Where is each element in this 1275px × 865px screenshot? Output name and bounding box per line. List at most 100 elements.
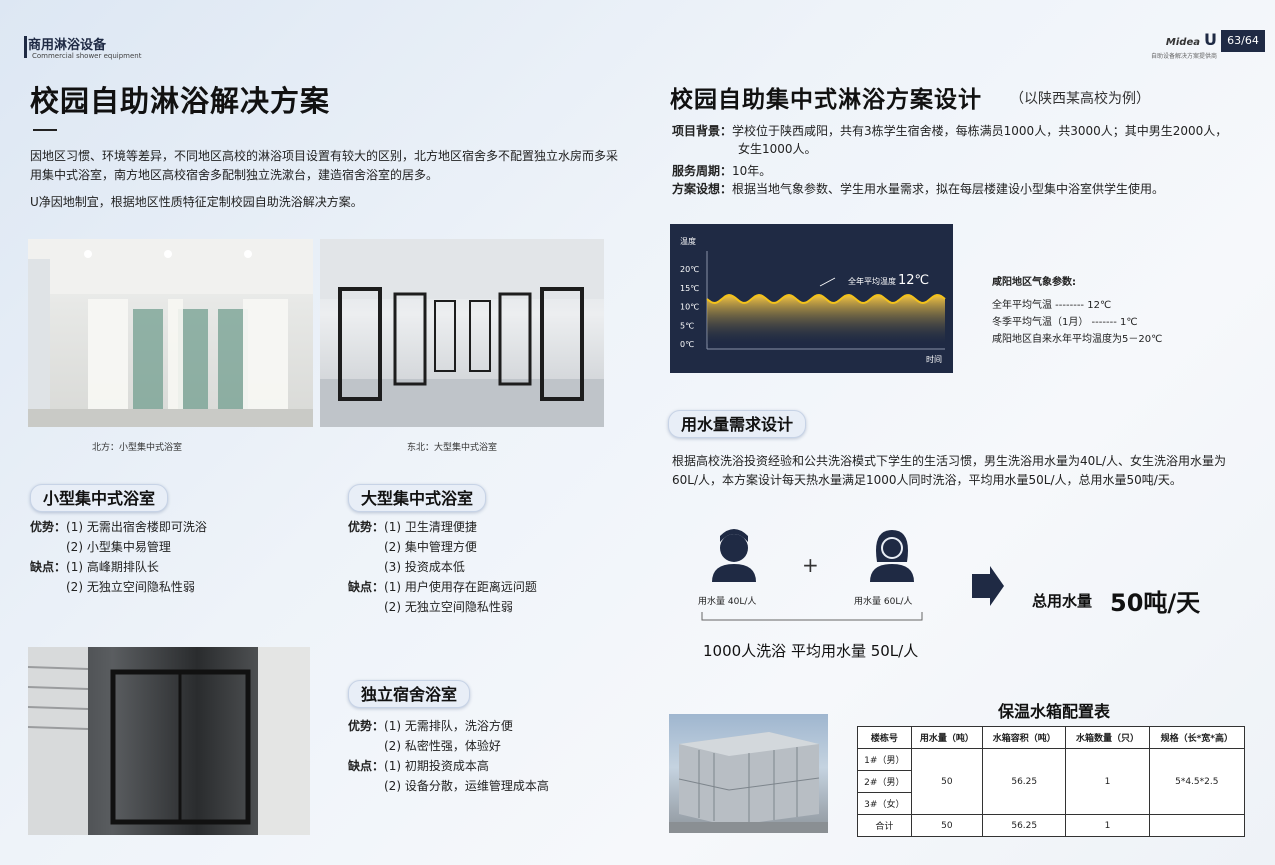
table-cell: 56.25 (982, 748, 1067, 815)
left-title: 校园自助淋浴解决方案 (30, 84, 331, 118)
intro-paragraph-2: U净因地制宜，根据地区性质特征定制校园自助洗浴解决方案。 (30, 195, 363, 209)
title-rule (33, 129, 57, 131)
table-header-row: 楼栋号 用水量（吨） 水箱容积（吨） 水箱数量（只） 规格（长*宽*高） (857, 726, 1246, 749)
adv-label: 优势： (348, 520, 385, 534)
total-usage-label: 总用水量 (1032, 592, 1093, 610)
u-logo-icon: U (1204, 30, 1217, 49)
midea-logo: Midea U 自助设备解决方案提供商 (1151, 30, 1217, 60)
bg-label: 项目背景： (672, 124, 733, 138)
list-item: (2) 设备分散，运维管理成本高 (384, 779, 549, 793)
table-cell: 1 (1065, 814, 1150, 837)
annotation-value: 12℃ (898, 273, 929, 288)
caption-northeast: 东北：大型集中式浴室 (407, 443, 498, 453)
plan-assumption: 方案设想：根据当地气象参数、学生用水量需求，拟在每层楼建设小型集中浴室供学生使用… (672, 180, 1164, 198)
y-tick-label: 15℃ (680, 284, 699, 293)
table-cell (1148, 814, 1246, 837)
table-cell: 3#（女） (857, 792, 912, 815)
caption-north: 北方：小型集中式浴室 (92, 443, 183, 453)
adv-label: 优势： (30, 520, 67, 534)
period-label: 服务周期： (672, 164, 733, 178)
photo-north-shower (28, 239, 313, 427)
tank-config-table: 楼栋号 用水量（吨） 水箱容积（吨） 水箱数量（只） 规格（长*宽*高） 1#（… (857, 726, 1246, 837)
independent-shower-heading: 独立宿舍浴室 (348, 680, 471, 708)
annotation-text: 全年平均温度 (848, 276, 896, 286)
list-item: (2) 集中管理方便 (384, 540, 477, 554)
list-item: (1) 无需出宿舍楼即可洗浴 (66, 520, 207, 534)
water-demand-heading: 用水量需求设计 (668, 410, 807, 438)
large-shower-heading: 大型集中式浴室 (348, 484, 487, 512)
table-cell: 2#（男） (857, 770, 912, 793)
chart-ylabel: 温度 (680, 236, 696, 246)
table-cell: 合计 (857, 814, 912, 837)
list-item: (2) 无独立空间隐私性弱 (66, 580, 195, 594)
small-shower-list: 优势：(1) 无需出宿舍楼即可洗浴 (2) 小型集中易管理 缺点：(1) 高峰期… (30, 517, 207, 597)
climate-parameters: 咸阳地区气象参数: 全年平均气温 -------- 12℃ 冬季平均气温（1月）… (992, 274, 1162, 348)
page-number: 63/64 (1221, 30, 1265, 52)
service-period: 服务周期：10年。 (672, 162, 771, 180)
dis-label: 缺点： (348, 580, 385, 594)
dis-label: 缺点： (348, 759, 385, 773)
list-item: (1) 初期投资成本高 (384, 759, 489, 773)
people-note: 1000人洗浴 平均用水量 50L/人 (703, 642, 919, 660)
list-item: (2) 私密性强，体验好 (384, 739, 501, 753)
adv-label: 优势： (348, 719, 385, 733)
total-usage-value: 50吨/天 (1110, 589, 1201, 617)
list-item: (1) 卫生清理便捷 (384, 520, 477, 534)
list-item: (1) 无需排队，洗浴方便 (384, 719, 513, 733)
water-usage-diagram: + 用水量 40L/人 用水量 60L/人 (672, 520, 1232, 660)
tank-table-title: 保温水箱配置表 (998, 702, 1111, 721)
brand-title: 商用淋浴设备 (28, 38, 107, 53)
list-item: (3) 投资成本低 (384, 560, 465, 574)
table-header: 水箱数量（只） (1065, 726, 1150, 749)
photo-dorm-shower (28, 647, 310, 835)
climate-heading: 咸阳地区气象参数: (992, 277, 1076, 288)
y-tick-label: 5℃ (680, 321, 694, 330)
logo-text: Midea (1165, 37, 1200, 48)
large-shower-list: 优势：(1) 卫生清理便捷 (2) 集中管理方便 (3) 投资成本低 缺点：(1… (348, 517, 537, 617)
plus-sign: + (802, 553, 819, 577)
brand-bar (24, 36, 27, 58)
list-item: (1) 高峰期排队长 (66, 560, 159, 574)
project-background: 项目背景：学校位于陕西咸阳，共有3栋学生宿舍楼，每栋满员1000人，共3000人… (672, 122, 1232, 158)
water-demand-paragraph: 根据高校洗浴投资经验和公共洗浴模式下学生的生活习惯，男生洗浴用水量为40L/人、… (672, 454, 1227, 487)
table-cell: 1#（男） (857, 748, 912, 771)
male-usage-label: 用水量 40L/人 (698, 595, 756, 607)
brand-subtitle: Commercial shower equipment (32, 52, 142, 60)
y-tick-label: 10℃ (680, 303, 699, 312)
period-text: 10年。 (732, 164, 772, 178)
table-header: 楼栋号 (857, 726, 912, 749)
plan-label: 方案设想： (672, 182, 733, 196)
table-cell: 1 (1065, 748, 1150, 815)
right-title-note: （以陕西某高校为例） (1010, 91, 1150, 107)
photo-water-tank (669, 714, 828, 833)
list-item: (2) 无独立空间隐私性弱 (384, 600, 513, 614)
table-row: 1#（男） 50 56.25 1 5*4.5*2.5 (857, 748, 1246, 815)
climate-water: 咸阳地区自来水年平均温度为5－20℃ (992, 334, 1163, 345)
female-student-icon (870, 530, 914, 582)
right-title: 校园自助集中式淋浴方案设计 (670, 87, 982, 113)
temperature-area (707, 295, 945, 344)
chart-xlabel: 时间 (926, 354, 942, 364)
dis-label: 缺点： (30, 560, 67, 574)
list-item: (1) 用户使用存在距离远问题 (384, 580, 537, 594)
table-cell: 56.25 (982, 814, 1067, 837)
climate-winter: 冬季平均气温（1月） ------- 1℃ (992, 317, 1138, 328)
table-cell: 50 (910, 814, 984, 837)
list-item: (2) 小型集中易管理 (66, 540, 171, 554)
table-row: 合计 50 56.25 1 (857, 814, 1246, 837)
male-student-icon (712, 529, 756, 582)
arrow-right-icon (972, 566, 1004, 606)
independent-shower-list: 优势：(1) 无需排队，洗浴方便 (2) 私密性强，体验好 缺点：(1) 初期投… (348, 716, 549, 796)
temperature-line (706, 293, 946, 305)
table-header: 水箱容积（吨） (982, 726, 1067, 749)
intro-paragraph: 因地区习惯、环境等差异，不同地区高校的淋浴项目设置有较大的区别，北方地区宿舍多不… (30, 149, 619, 182)
bg-text: 学校位于陕西咸阳，共有3栋学生宿舍楼，每栋满员1000人，共3000人；其中男生… (732, 124, 1228, 156)
small-shower-heading: 小型集中式浴室 (30, 484, 169, 512)
table-header: 规格（长*宽*高） (1148, 726, 1246, 749)
group-bracket (701, 612, 923, 621)
table-header: 用水量（吨） (910, 726, 984, 749)
logo-subtitle: 自助设备解决方案提供商 (1150, 53, 1217, 60)
